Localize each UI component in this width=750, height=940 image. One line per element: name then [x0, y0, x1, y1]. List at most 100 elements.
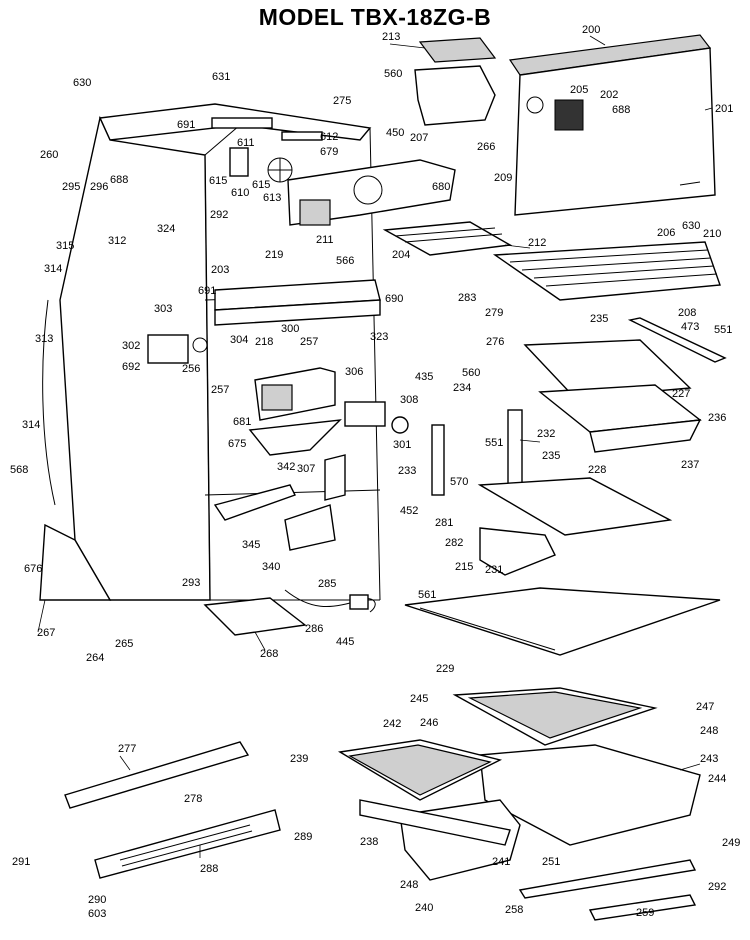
- callout-label: 200: [582, 24, 600, 36]
- callout-label: 295: [62, 181, 80, 193]
- callout-label: 233: [398, 465, 416, 477]
- callout-label: 613: [263, 192, 281, 204]
- callout-label: 238: [360, 836, 378, 848]
- freezer-wire-shelf-206: [492, 241, 721, 301]
- callout-label: 251: [542, 856, 560, 868]
- callout-label: 256: [182, 363, 200, 375]
- callout-label: 312: [108, 235, 126, 247]
- callout-label: 452: [400, 505, 418, 517]
- callout-label: 278: [184, 793, 202, 805]
- callout-label: 239: [290, 753, 308, 765]
- callout-label: 264: [86, 652, 104, 664]
- leader-lines: [37, 35, 713, 858]
- callout-label: 566: [336, 255, 354, 267]
- callout-label: 282: [445, 537, 463, 549]
- callout-label: 292: [708, 881, 726, 893]
- callout-label: 679: [320, 146, 338, 158]
- callout-label: 560: [384, 68, 402, 80]
- callout-label: 204: [392, 249, 410, 261]
- callout-label: 570: [450, 476, 468, 488]
- callout-label: 292: [210, 209, 228, 221]
- evaporator-cover: [287, 159, 456, 226]
- callout-label: 560: [462, 367, 480, 379]
- callout-label: 301: [393, 439, 411, 451]
- callout-label: 688: [612, 104, 630, 116]
- grille-288: [94, 809, 281, 879]
- callout-label: 277: [118, 743, 136, 755]
- callout-label: 688: [110, 174, 128, 186]
- callout-label: 218: [255, 336, 273, 348]
- callout-label: 260: [40, 149, 58, 161]
- fan-motor: [229, 147, 293, 183]
- callout-label: 208: [678, 307, 696, 319]
- freezer-wire-shelf-212: [382, 221, 513, 256]
- callout-label: 615: [209, 175, 227, 187]
- callout-label: 345: [242, 539, 260, 551]
- callout-label: 692: [122, 361, 140, 373]
- callout-label: 268: [260, 648, 278, 660]
- bracket-308: [344, 401, 386, 427]
- callout-label: 259: [636, 907, 654, 919]
- callout-label: 232: [537, 428, 555, 440]
- rail-258: [518, 859, 697, 899]
- callout-label: 249: [722, 837, 740, 849]
- callout-label: 279: [485, 307, 503, 319]
- callout-label: 237: [681, 459, 699, 471]
- callout-label: 202: [600, 89, 618, 101]
- callout-label: 306: [345, 366, 363, 378]
- callout-label: 291: [12, 856, 30, 868]
- callout-label: 246: [420, 717, 438, 729]
- callout-label: 265: [115, 638, 133, 650]
- shelf-229: [404, 587, 721, 656]
- air-duct-307: [248, 419, 342, 456]
- callout-label: 314: [44, 263, 62, 275]
- callout-label: 445: [336, 636, 354, 648]
- callout-label: 235: [542, 450, 560, 462]
- callout-label: 236: [708, 412, 726, 424]
- pan-cover-241: [359, 799, 511, 846]
- callout-label: 630: [73, 77, 91, 89]
- callout-label: 303: [154, 303, 172, 315]
- callout-label: 248: [400, 879, 418, 891]
- callout-label: 212: [528, 237, 546, 249]
- freezer-door: [508, 34, 716, 216]
- callout-label: 315: [56, 240, 74, 252]
- shelf-228: [477, 477, 673, 536]
- callout-label: 304: [230, 334, 248, 346]
- diagram-title: MODEL TBX-18ZG-B: [258, 4, 492, 30]
- callout-label: 302: [122, 340, 140, 352]
- callout-label: 615: [252, 179, 270, 191]
- callout-label: 228: [588, 464, 606, 476]
- callout-label: 435: [415, 371, 433, 383]
- callout-label: 201: [715, 103, 733, 115]
- shelf-ladder-232: [431, 409, 523, 496]
- callout-label: 207: [410, 132, 428, 144]
- crisper-drawer-242: [337, 739, 503, 801]
- callout-label: 231: [485, 564, 503, 576]
- callout-label: 266: [477, 141, 495, 153]
- callout-label: 247: [696, 701, 714, 713]
- callout-label: 603: [88, 908, 106, 920]
- callout-label: 227: [672, 388, 690, 400]
- bracket-277: [64, 741, 250, 809]
- divider-203: [214, 279, 381, 326]
- callout-label: 290: [88, 894, 106, 906]
- callout-label: 314: [22, 419, 40, 431]
- callout-label: 691: [198, 285, 216, 297]
- callout-label: 240: [415, 902, 433, 914]
- callout-label: 248: [700, 725, 718, 737]
- callout-label: 450: [386, 127, 404, 139]
- callout-label: 235: [590, 313, 608, 325]
- callout-label: 242: [383, 718, 401, 730]
- callout-label: 342: [277, 461, 295, 473]
- callout-label: 307: [297, 463, 315, 475]
- support-473: [627, 317, 727, 363]
- callout-label: 215: [455, 561, 473, 573]
- crisper-drawer-243: [479, 744, 701, 846]
- air-ducts: [213, 454, 346, 551]
- drain-pan-268: [203, 597, 307, 636]
- callout-label: 473: [681, 321, 699, 333]
- callout-label: 676: [24, 563, 42, 575]
- callout-label: 286: [305, 623, 323, 635]
